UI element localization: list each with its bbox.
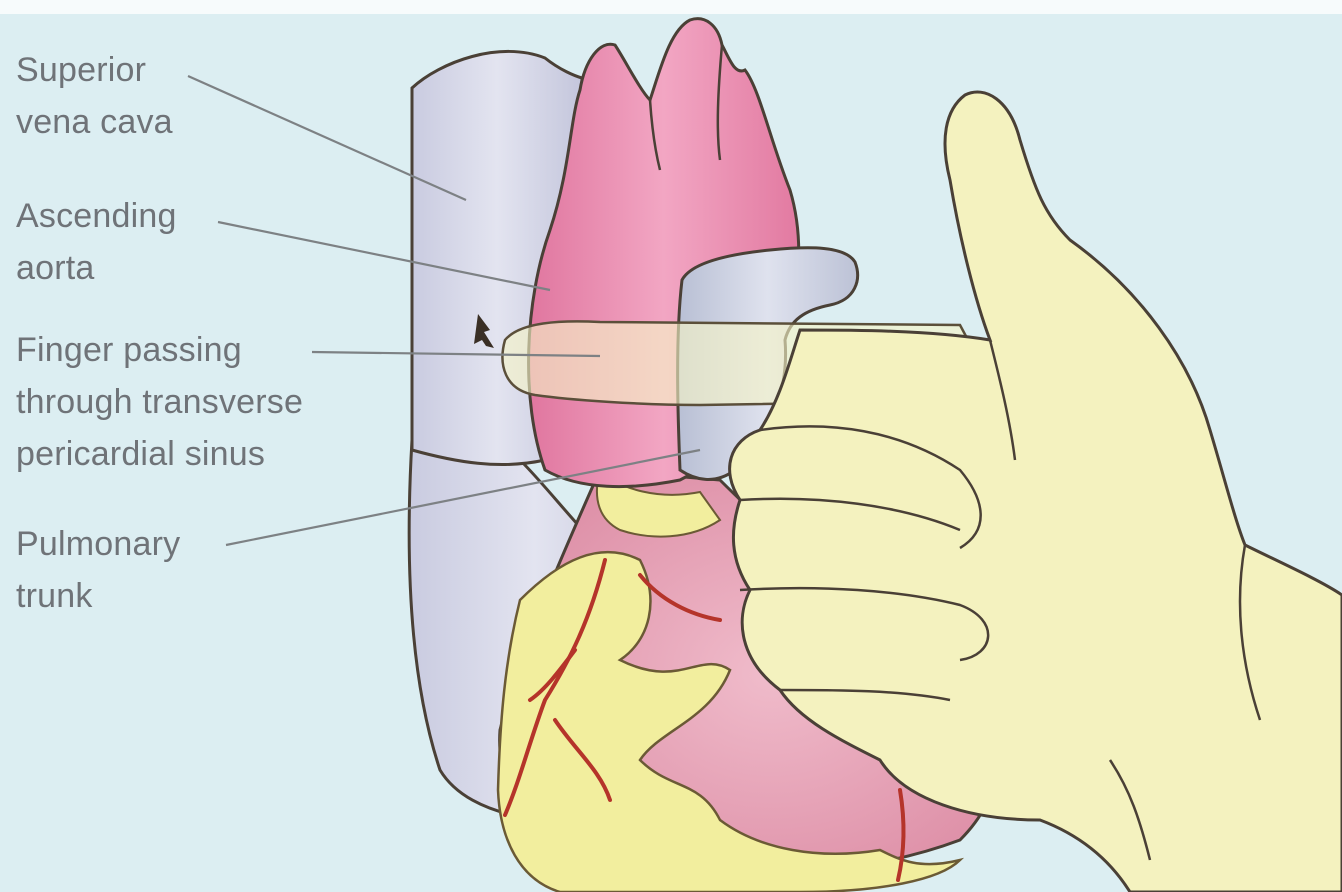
label-line: through transverse bbox=[16, 376, 303, 428]
top-strip bbox=[0, 0, 1342, 14]
label-line: pericardial sinus bbox=[16, 428, 303, 480]
label-line: Finger passing bbox=[16, 324, 303, 376]
label-line: aorta bbox=[16, 242, 177, 294]
label-finger-transverse-sinus: Finger passing through transverse perica… bbox=[16, 324, 303, 480]
label-superior-vena-cava: Superior vena cava bbox=[16, 44, 173, 148]
label-line: Superior bbox=[16, 44, 173, 96]
label-line: Pulmonary bbox=[16, 518, 180, 570]
label-line: vena cava bbox=[16, 96, 173, 148]
label-ascending-aorta: Ascending aorta bbox=[16, 190, 177, 294]
label-line: Ascending bbox=[16, 190, 177, 242]
label-pulmonary-trunk: Pulmonary trunk bbox=[16, 518, 180, 622]
label-line: trunk bbox=[16, 570, 180, 622]
